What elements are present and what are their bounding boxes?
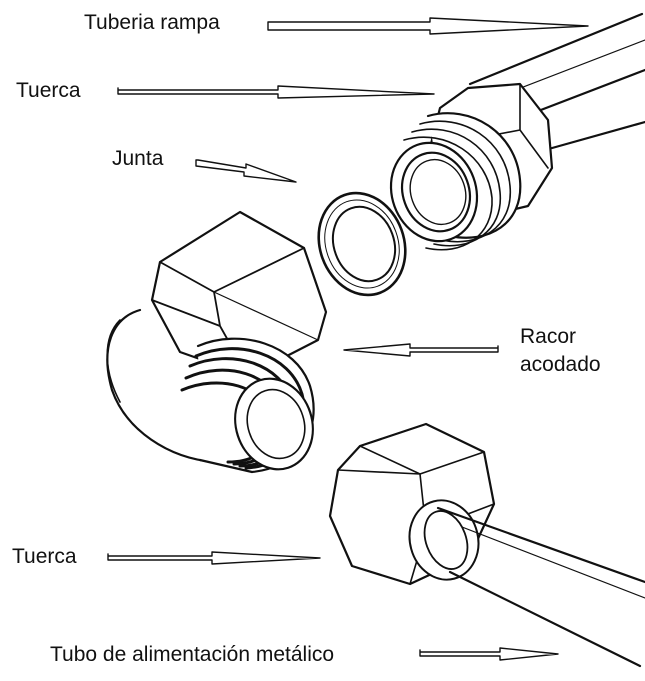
label-tuberia-rampa: Tuberia rampa (84, 11, 220, 34)
feed-tube-icon (423, 506, 645, 668)
arrow-tuerca-top (117, 85, 435, 99)
upper-nut-icon (389, 82, 554, 251)
arrow-tuberia-rampa (267, 17, 589, 35)
label-racor-line1: Racor (520, 325, 577, 348)
leader-arrows (107, 17, 589, 661)
gasket-ring-icon (317, 191, 407, 297)
arrow-tubo (419, 647, 559, 661)
arrow-tuerca-bottom (107, 551, 321, 565)
label-tuerca-top: Tuerca (16, 79, 81, 102)
label-racor-line2: acodado (520, 353, 601, 376)
arrow-racor (343, 343, 499, 357)
lower-nut-icon (328, 422, 496, 586)
arrow-junta (195, 159, 297, 183)
label-tuerca-bottom: Tuerca (12, 545, 77, 568)
label-junta: Junta (112, 147, 164, 170)
elbow-fitting-icon (106, 210, 328, 474)
label-tubo: Tubo de alimentación metálico (50, 643, 335, 666)
